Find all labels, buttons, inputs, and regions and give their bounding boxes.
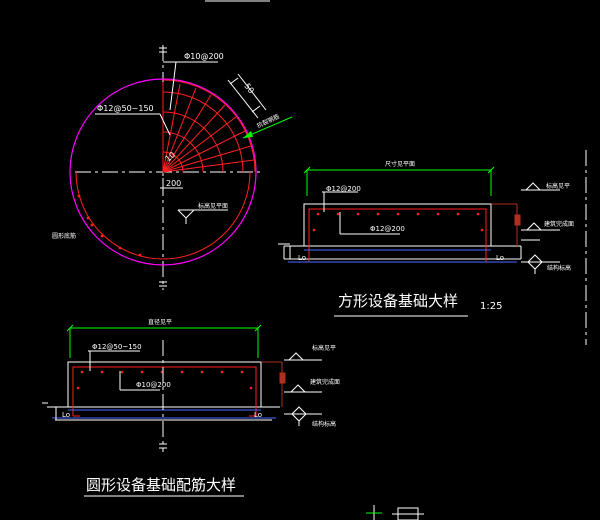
square-blue-lines [288, 249, 517, 263]
dim-label-150: 50 [242, 82, 255, 96]
round-bottom-label: 结构标高 [312, 420, 336, 428]
round-lo-left: Lo [62, 411, 70, 419]
circle-plan: Φ10@200 Φ12@50~150 50 10 200 抗裂钢筋 标高见平面 … [52, 45, 293, 290]
bottom-rebar-dots [77, 194, 142, 257]
round-rebar-cage [72, 366, 257, 417]
round-rebar-dots [76, 370, 253, 390]
square-scale-label: 1:25 [480, 301, 502, 312]
rebar-label-phi10: Φ10@200 [184, 52, 224, 61]
elevation-symbol [177, 209, 228, 224]
arrow-anticrack [242, 116, 293, 139]
round-elev-marks [284, 352, 322, 426]
square-leaders [289, 191, 400, 259]
round-top-dim [66, 324, 262, 358]
square-hatch [492, 203, 521, 246]
round-lo-right: Lo [254, 411, 262, 419]
square-lo-right: Lo [496, 254, 504, 262]
dim-label-200: 200 [166, 179, 181, 188]
square-bottom-label: 结构标高 [547, 264, 571, 272]
square-elev-marks [521, 182, 560, 274]
square-rebar-cage [308, 208, 487, 263]
round-section: 直径见平 [42, 318, 340, 497]
round-section-title: 圆形设备基础配筋大样 [86, 476, 236, 494]
leaders [95, 61, 267, 189]
square-body [278, 203, 522, 260]
square-section-title: 方形设备基础大样 [338, 292, 458, 310]
radial-rebar-quadrant [162, 79, 256, 173]
round-leaders [55, 350, 160, 420]
round-blue-lines [52, 409, 276, 419]
elev-plan-label: 标高见平面 [198, 202, 228, 210]
square-elev-top-label: 标高见平 [546, 182, 570, 190]
bottom-rebar-label: 圆形底筋 [52, 232, 76, 240]
round-body [42, 361, 280, 421]
rebar-label-phi12: Φ12@50~150 [97, 104, 154, 113]
round-hatch [262, 361, 286, 407]
square-rebar-top-label: Φ12@200 [326, 185, 361, 193]
square-rebar-dots [312, 212, 484, 232]
square-rebar-inner-label: Φ12@200 [370, 225, 405, 233]
square-top-dim [303, 166, 495, 196]
foundation-outline-circle [69, 78, 257, 266]
square-section: 尺寸见平面 [278, 150, 587, 345]
square-lo-left: Lo [298, 254, 306, 262]
round-rebar-inner-label: Φ10@200 [136, 381, 171, 389]
round-top-dim-label: 直径见平 [148, 318, 172, 326]
round-rebar-top-label: Φ12@50~150 [92, 343, 142, 351]
square-top-dim-label: 尺寸见平面 [385, 160, 415, 168]
round-elev-top-label: 标高见平 [312, 344, 336, 352]
bottom-rebar-arc [75, 171, 251, 260]
round-mid-label: 建筑完成面 [310, 378, 340, 386]
square-mid-label: 建筑完成面 [544, 220, 574, 228]
